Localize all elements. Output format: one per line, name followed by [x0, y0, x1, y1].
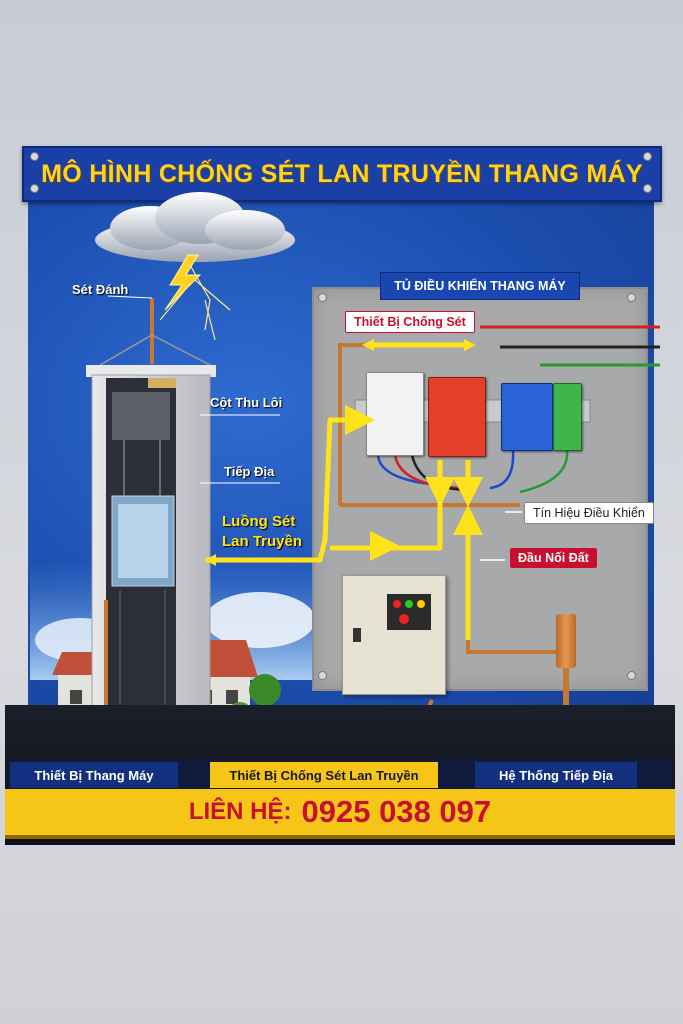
- surge-protector-blue: [501, 383, 553, 451]
- screw-icon: [30, 184, 39, 193]
- indicator-light-icon: [417, 600, 425, 608]
- lightning-rod: [150, 298, 154, 364]
- guy-wire: [151, 334, 211, 366]
- screw-icon: [627, 671, 636, 680]
- door-handle-icon: [353, 628, 361, 642]
- surge-protector-green: [553, 383, 582, 451]
- cabinet-title-text: TỦ ĐIỀU KHIỂN THANG MÁY: [394, 279, 566, 293]
- distribution-box: [342, 575, 446, 695]
- lightning-bolt-icon: [159, 254, 231, 341]
- screw-icon: [318, 671, 327, 680]
- elevator-tower: [86, 365, 216, 736]
- button-icon: [399, 614, 409, 624]
- indicator-panel: [387, 594, 431, 630]
- contact-bar: LIÊN HỆ: 0925 038 097: [5, 789, 675, 839]
- page-title: MÔ HÌNH CHỐNG SÉT LAN TRUYỀN THANG MÁY: [41, 159, 643, 188]
- indicator-light-icon: [393, 600, 401, 608]
- label-surge-flow: Luồng Sét Lan Truyền: [222, 512, 302, 552]
- label-grounding: Tiếp Địa: [224, 464, 275, 479]
- footer-label-grounding: Hệ Thống Tiếp Địa: [475, 762, 637, 788]
- screw-icon: [318, 293, 327, 302]
- ground-rod-shaft: [563, 668, 569, 720]
- label-lightning-rod: Cột Thu Lôi: [210, 395, 283, 410]
- label-surge-line1: Luồng Sét: [222, 513, 296, 530]
- label-surge-line2: Lan Truyền: [222, 533, 303, 550]
- surge-protector-red: [428, 377, 486, 457]
- cabinet-title: TỦ ĐIỀU KHIỂN THANG MÁY: [380, 272, 580, 300]
- screw-icon: [627, 293, 636, 302]
- footer-label-surge: Thiết Bị Chống Sét Lan Truyền: [210, 762, 438, 788]
- contact-label: LIÊN HỆ:: [188, 798, 292, 825]
- screw-icon: [30, 152, 39, 161]
- footer-label-elevator: Thiết Bị Thang Máy: [10, 762, 178, 788]
- guy-wire: [99, 334, 153, 366]
- screw-icon: [643, 152, 652, 161]
- ground-rod: [556, 614, 576, 668]
- screw-icon: [643, 184, 652, 193]
- tag-surge-device: Thiết Bị Chống Sét: [345, 311, 475, 333]
- bush: [249, 674, 281, 706]
- tag-control-signal: Tín Hiệu Điều Khiển: [524, 502, 654, 524]
- elevator-machine: [112, 392, 170, 440]
- contact-phone[interactable]: 0925 038 097: [301, 794, 492, 829]
- storm-cloud-icon: [95, 192, 295, 262]
- label-lightning-strike: Sét Đánh: [72, 282, 129, 297]
- title-banner: MÔ HÌNH CHỐNG SÉT LAN TRUYỀN THANG MÁY: [22, 146, 662, 202]
- indicator-light-icon: [405, 600, 413, 608]
- background-cloud: [205, 592, 315, 648]
- tag-ground-terminal: Đầu Nối Đất: [510, 548, 597, 568]
